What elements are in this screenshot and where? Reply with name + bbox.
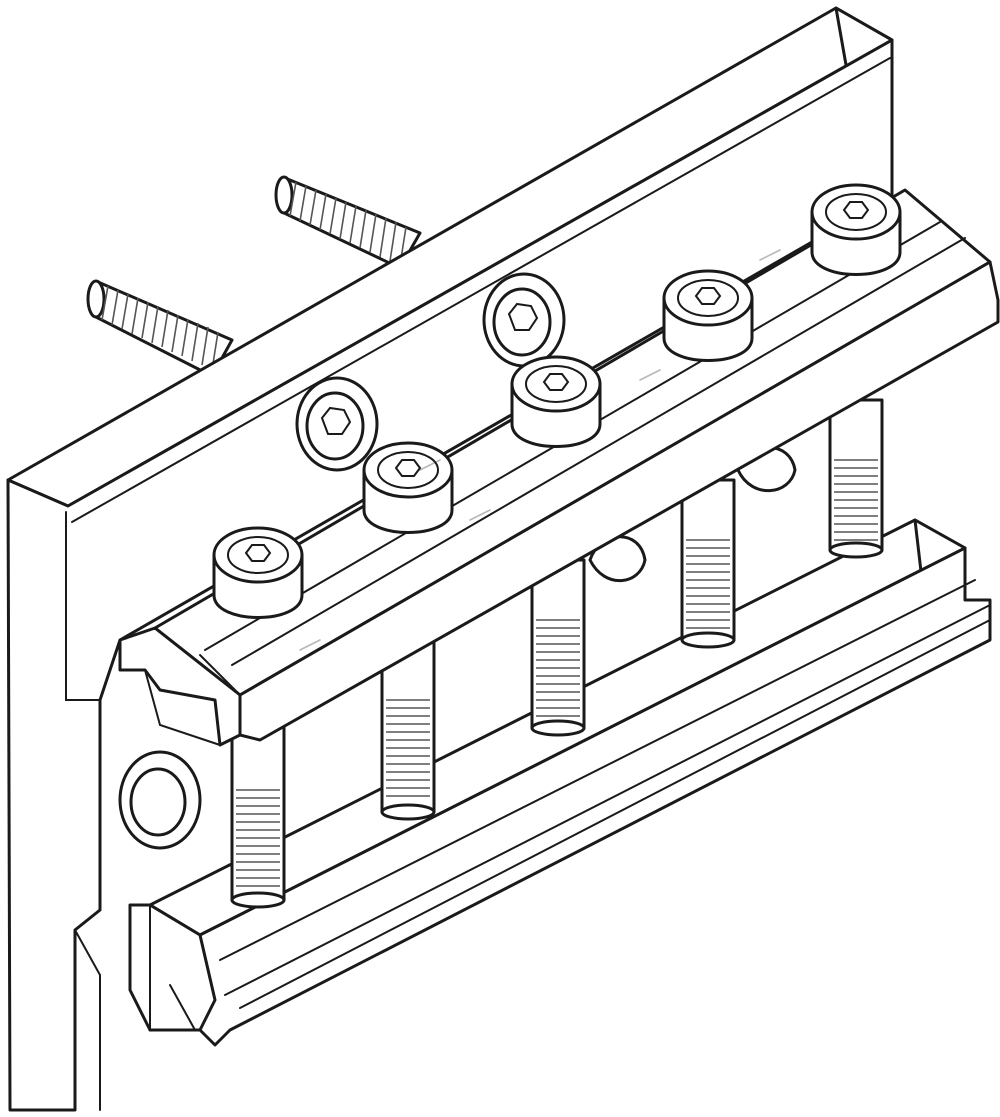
clamp-bolt-4 [680, 478, 736, 649]
threaded-stud-upper [274, 175, 422, 270]
clamp-bolt-1 [230, 718, 286, 909]
countersunk-screw-1 [295, 376, 379, 472]
clamp-bolt-2 [380, 638, 436, 821]
countersunk-screw-3 [118, 750, 202, 850]
threaded-stud-lower [86, 279, 234, 378]
cap-screw-4 [662, 269, 754, 362]
cap-screw-3 [510, 355, 602, 448]
clamp-bolt-5 [828, 398, 884, 559]
clamp-bolt-3 [530, 558, 586, 737]
countersunk-screw-2 [482, 272, 566, 368]
cap-screw-5 [810, 183, 902, 276]
surface-hatching [299, 249, 781, 651]
cap-screw-1 [212, 526, 304, 619]
cap-screw-2 [362, 441, 454, 534]
